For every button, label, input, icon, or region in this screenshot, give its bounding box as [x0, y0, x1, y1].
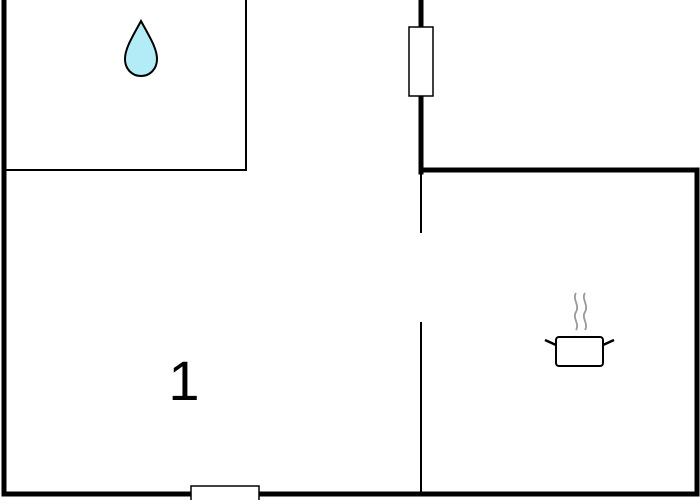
bathroom: [3, 0, 247, 171]
pot-handle-right: [602, 338, 615, 347]
pot-handle-left: [544, 338, 557, 347]
cooking-pot-icon: [544, 292, 615, 367]
water-drop-icon: [123, 18, 159, 78]
window-bottom-wall: [190, 485, 260, 500]
kitchen: [420, 171, 615, 495]
steam-line: [573, 292, 579, 331]
pot-body: [555, 336, 604, 367]
window-interior-wall: [408, 26, 434, 97]
room-number-label: 1: [168, 349, 199, 412]
steam-line: [582, 292, 588, 331]
windows: [190, 26, 434, 500]
